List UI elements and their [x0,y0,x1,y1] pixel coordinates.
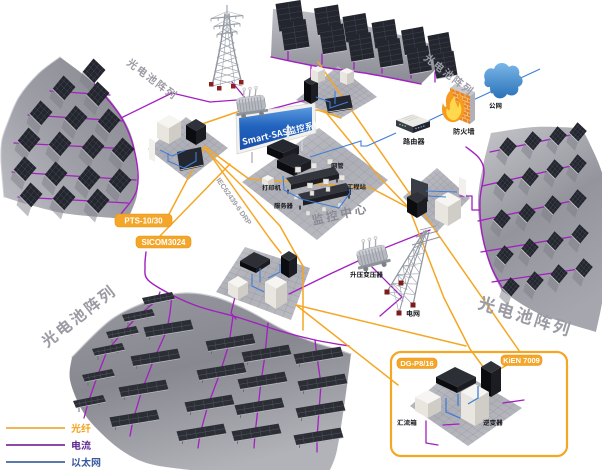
svg-text:KiEN 7009: KiEN 7009 [503,356,540,365]
svg-text:PTS-10/30: PTS-10/30 [124,216,163,225]
svg-text:SICOM3024: SICOM3024 [141,238,186,247]
svg-text:DG-P8/16: DG-P8/16 [400,359,433,368]
